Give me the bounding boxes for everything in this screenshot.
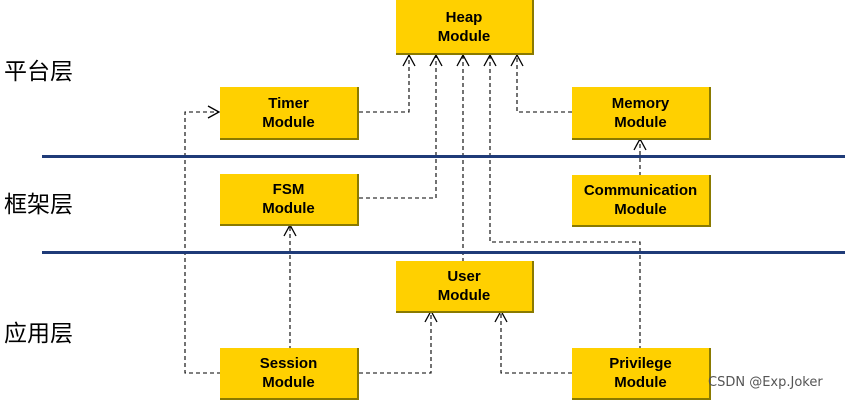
connector-session-to-timer — [184, 111, 221, 374]
privilege-module-subtitle: Module — [614, 374, 667, 391]
connector-timer-to-heap — [359, 56, 410, 113]
memory-module: Memory Module — [572, 87, 711, 140]
arrowhead-timer — [207, 105, 221, 119]
user-module-subtitle: Module — [437, 287, 491, 304]
timer-module-subtitle: Module — [262, 113, 315, 131]
communication-module: Communication Module — [572, 175, 711, 227]
communication-module-subtitle: Module — [614, 201, 667, 218]
timer-module-title: Timer — [268, 94, 309, 112]
session-module-title: Session — [259, 355, 318, 372]
arrowhead-heap-5 — [510, 53, 524, 67]
heap-module: Heap Module — [396, 0, 534, 55]
privilege-module: Privilege Module — [572, 348, 711, 400]
memory-module-title: Memory — [611, 94, 670, 112]
layer-label-platform: 平台层 — [4, 59, 73, 85]
fsm-module-subtitle: Module — [262, 200, 315, 217]
watermark-text: CSDN @Exp.Joker — [708, 375, 823, 390]
arrowhead-heap-2 — [429, 53, 443, 67]
fsm-module: FSM Module — [220, 174, 359, 226]
session-module-subtitle: Module — [262, 374, 315, 391]
user-module: User Module — [396, 261, 534, 313]
communication-module-title: Communication — [583, 182, 698, 199]
memory-module-subtitle: Module — [614, 113, 667, 131]
heap-module-title: Heap — [445, 8, 483, 26]
divider-framework-application — [42, 251, 845, 254]
divider-platform-framework — [42, 155, 845, 158]
timer-module: Timer Module — [220, 87, 359, 140]
connector-session-to-user — [359, 312, 432, 374]
arrowhead-heap-1 — [402, 53, 416, 67]
privilege-module-title: Privilege — [609, 355, 672, 372]
arrowhead-heap-4 — [483, 53, 497, 67]
session-module: Session Module — [220, 348, 359, 400]
connector-privilege-to-heap — [489, 56, 641, 350]
connector-fsm-to-heap — [359, 56, 437, 199]
heap-module-subtitle: Module — [437, 27, 491, 45]
fsm-module-title: FSM — [272, 181, 305, 198]
layer-label-framework: 框架层 — [4, 192, 73, 218]
layer-label-application: 应用层 — [4, 321, 73, 347]
connector-privilege-to-user — [500, 312, 572, 374]
user-module-title: User — [447, 268, 481, 285]
arrowhead-heap-3 — [456, 53, 470, 67]
connector-memory-to-heap — [516, 56, 572, 113]
